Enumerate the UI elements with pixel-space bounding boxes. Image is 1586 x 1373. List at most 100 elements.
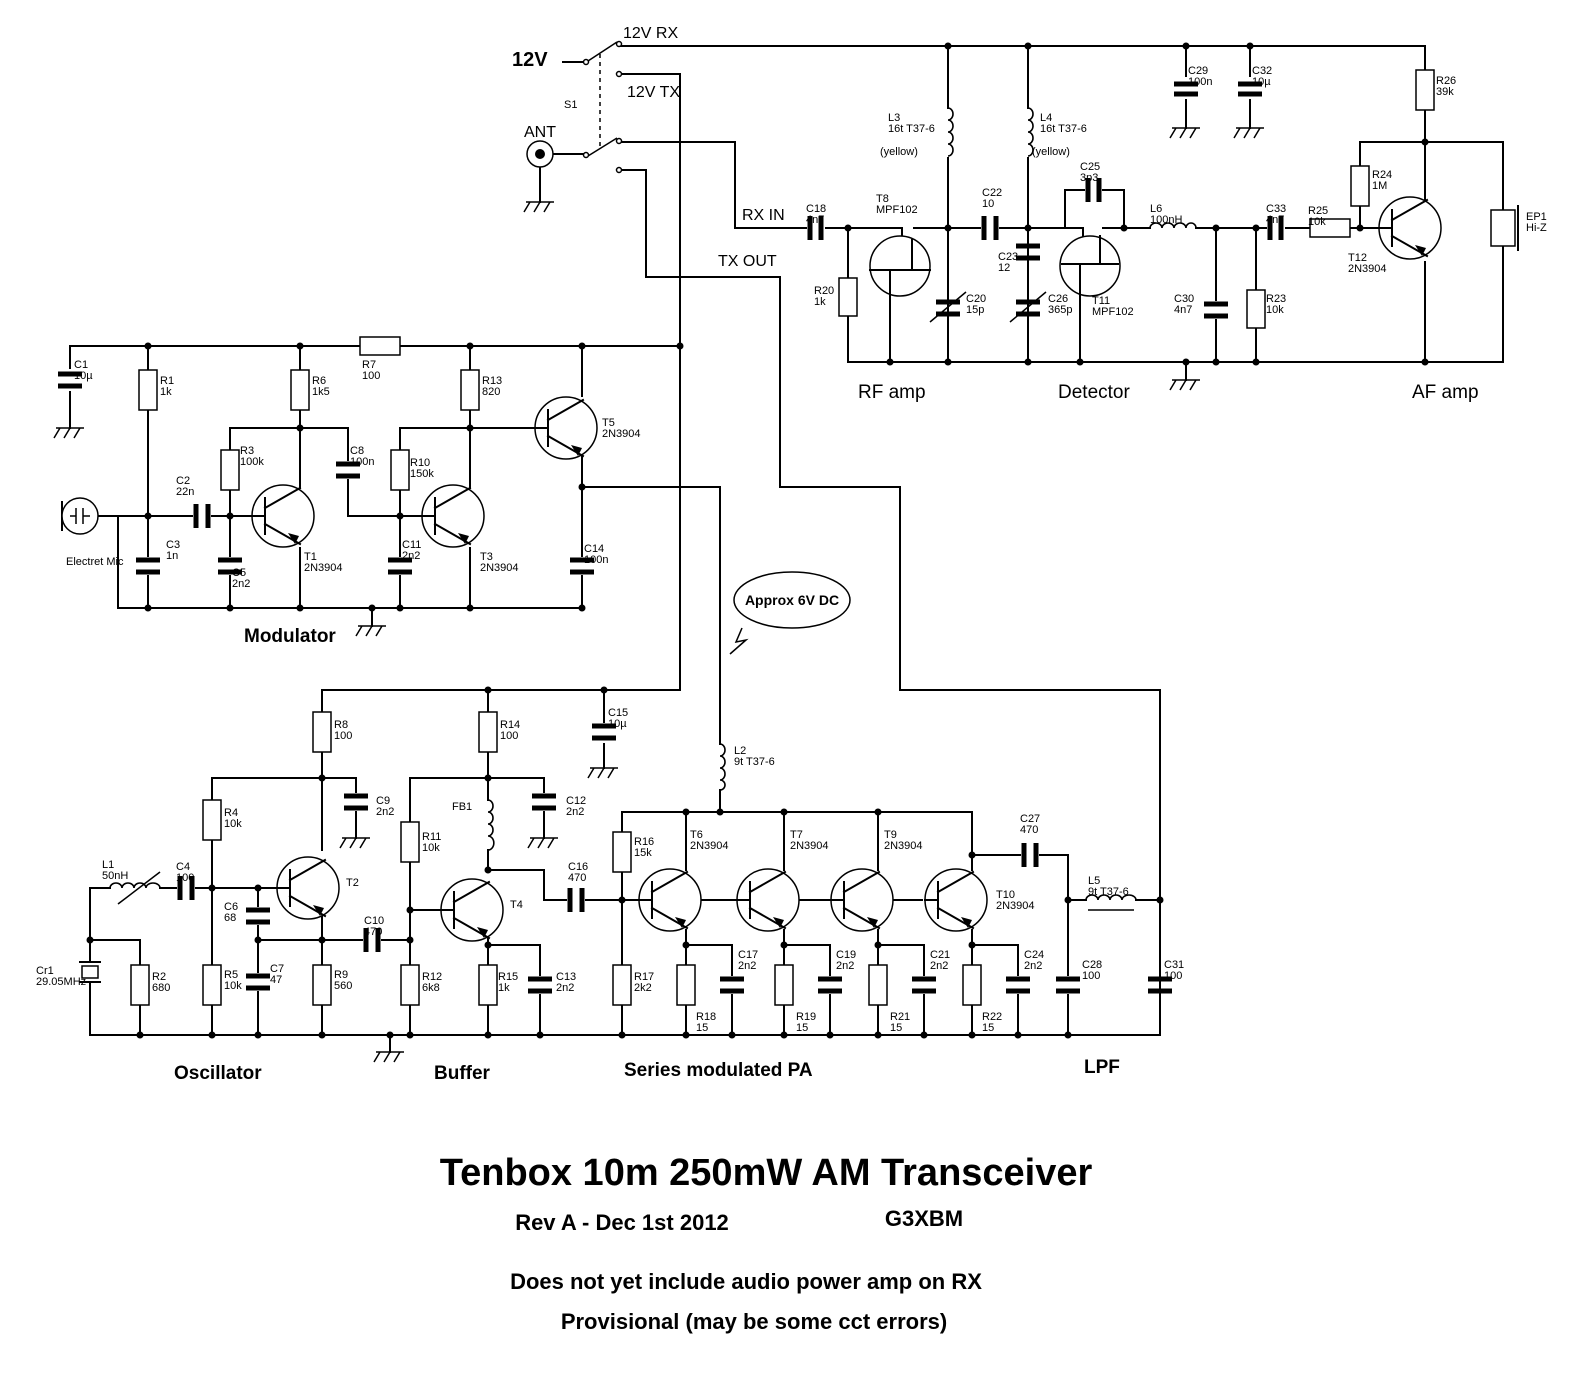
ref-c11: C11 bbox=[402, 539, 421, 551]
value-r9: 560 bbox=[334, 980, 352, 992]
switch-s1 bbox=[582, 40, 623, 174]
label-12v-tx: 12V TX bbox=[627, 84, 680, 101]
value-t12: 2N3904 bbox=[1348, 263, 1387, 275]
transistor-t1-icon bbox=[251, 484, 315, 548]
ref-r2: R2 bbox=[152, 971, 166, 983]
antenna-connector-icon bbox=[526, 140, 554, 168]
value-l2: 9t T37-6 bbox=[734, 756, 775, 768]
ref-r26: R26 bbox=[1436, 75, 1456, 87]
ground-icon bbox=[1233, 127, 1264, 139]
value-c3: 1n bbox=[166, 550, 178, 562]
ref-c15: C15 bbox=[608, 707, 628, 719]
value-l3: 16t T37-6 bbox=[888, 123, 935, 135]
value-r19: 15 bbox=[796, 1022, 808, 1034]
value-c29: 100n bbox=[1188, 76, 1212, 88]
ref-t4: T4 bbox=[510, 899, 523, 911]
value-c21: 2n2 bbox=[930, 960, 948, 972]
value-r15: 1k bbox=[498, 982, 510, 994]
value-c5: 2n2 bbox=[232, 578, 250, 590]
value-c9: 2n2 bbox=[376, 806, 394, 818]
ground-icon bbox=[339, 837, 370, 849]
value-c20: 15p bbox=[966, 304, 984, 316]
author-text: G3XBM bbox=[885, 1206, 963, 1231]
value-l4: 16t T37-6 bbox=[1040, 123, 1087, 135]
inductor-l6-icon bbox=[1149, 222, 1197, 229]
ground-icon bbox=[53, 427, 84, 439]
transistor-t4-icon bbox=[440, 878, 504, 942]
ref-c16: C16 bbox=[568, 861, 588, 873]
value-c18: 4n7 bbox=[806, 214, 824, 226]
value-r8: 100 bbox=[334, 730, 352, 742]
ref-c33: C33 bbox=[1266, 203, 1286, 215]
value-r4: 10k bbox=[224, 818, 242, 830]
jfet-transistors bbox=[869, 235, 1121, 297]
ref-c7: C7 bbox=[270, 963, 284, 975]
inductor-coils bbox=[109, 107, 1197, 901]
ref-c12: C12 bbox=[566, 795, 586, 807]
ref-t11: T11 bbox=[1092, 295, 1110, 307]
ref-r8: R8 bbox=[334, 719, 348, 731]
component-s1: S1 bbox=[564, 99, 577, 111]
revision-text: Rev A - Dec 1st 2012 bbox=[515, 1210, 729, 1235]
value-c1: 10µ bbox=[74, 370, 93, 382]
value-r3: 100k bbox=[240, 456, 264, 468]
ref-l3: L3 bbox=[888, 112, 900, 124]
value-r1: 1k bbox=[160, 386, 172, 398]
inductor-l1-icon bbox=[109, 882, 161, 889]
ref-c31: C31 bbox=[1164, 959, 1184, 971]
value-r17: 2k2 bbox=[634, 982, 652, 994]
ref-r23: R23 bbox=[1266, 293, 1286, 305]
transistor-t3-icon bbox=[421, 484, 485, 548]
ref-c28: C28 bbox=[1082, 959, 1102, 971]
ref-c5: C5 bbox=[232, 567, 246, 579]
value-r26: 39k bbox=[1436, 86, 1454, 98]
capacitors bbox=[58, 81, 1284, 994]
ref-t1: T1 bbox=[304, 551, 317, 563]
value-c19: 2n2 bbox=[836, 960, 854, 972]
ref-c30: C30 bbox=[1174, 293, 1194, 305]
value-r5: 10k bbox=[224, 980, 242, 992]
ref-r4: R4 bbox=[224, 807, 238, 819]
transistor-t2-icon bbox=[276, 856, 340, 920]
value-ep1: Hi-Z bbox=[1526, 222, 1547, 234]
ref-c26: C26 bbox=[1048, 293, 1068, 305]
value-c4: 100 bbox=[176, 872, 194, 884]
ref-l1: L1 bbox=[102, 859, 114, 871]
ref-c14: C14 bbox=[584, 543, 604, 555]
ref-l2: L2 bbox=[734, 745, 746, 757]
value-c27: 470 bbox=[1020, 824, 1038, 836]
ref-l5: L5 bbox=[1088, 875, 1100, 887]
value-t11: MPF102 bbox=[1092, 306, 1134, 318]
section-pa: Series modulated PA bbox=[624, 1060, 813, 1081]
ref-c29: C29 bbox=[1188, 65, 1208, 77]
component-t4: T4 bbox=[510, 899, 523, 911]
voltage-callout: Approx 6V DC bbox=[729, 571, 851, 655]
ferrite-bead-fb1-icon bbox=[487, 799, 495, 851]
ground-icon bbox=[373, 1051, 404, 1063]
junction-dots bbox=[86, 42, 1429, 1039]
bjt-transistors bbox=[251, 196, 1442, 942]
value-r24: 1M bbox=[1372, 180, 1387, 192]
ground-icon bbox=[587, 767, 618, 779]
